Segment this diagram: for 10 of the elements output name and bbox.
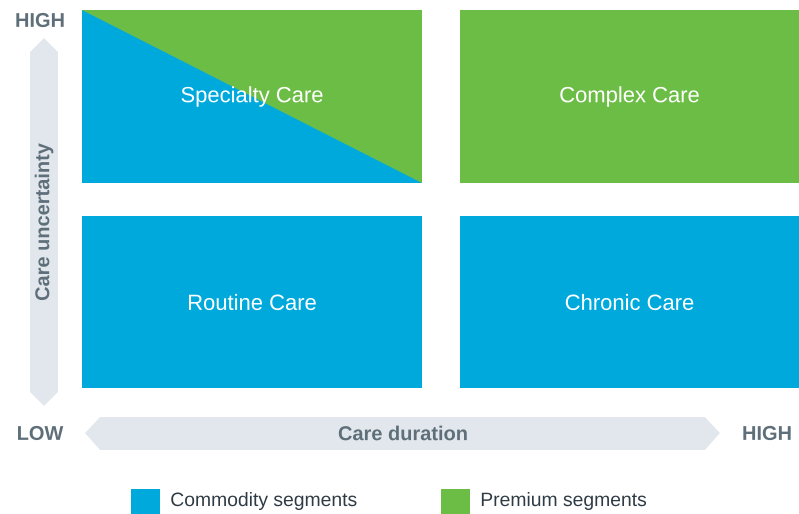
quadrant-box: Routine Care	[82, 216, 422, 388]
axis-title: Care uncertainty	[34, 143, 54, 300]
quadrant-box: Complex Care	[460, 10, 799, 183]
quadrant-box: Chronic Care	[460, 216, 799, 388]
legend-label: Premium segments	[482, 492, 646, 510]
axis-label: LOW	[18, 426, 64, 440]
legend-label: Commodity segments	[171, 492, 356, 510]
axis-title: Care duration	[338, 426, 467, 440]
axis-label: HIGH	[16, 12, 64, 28]
axis-label: HIGH	[743, 426, 791, 440]
